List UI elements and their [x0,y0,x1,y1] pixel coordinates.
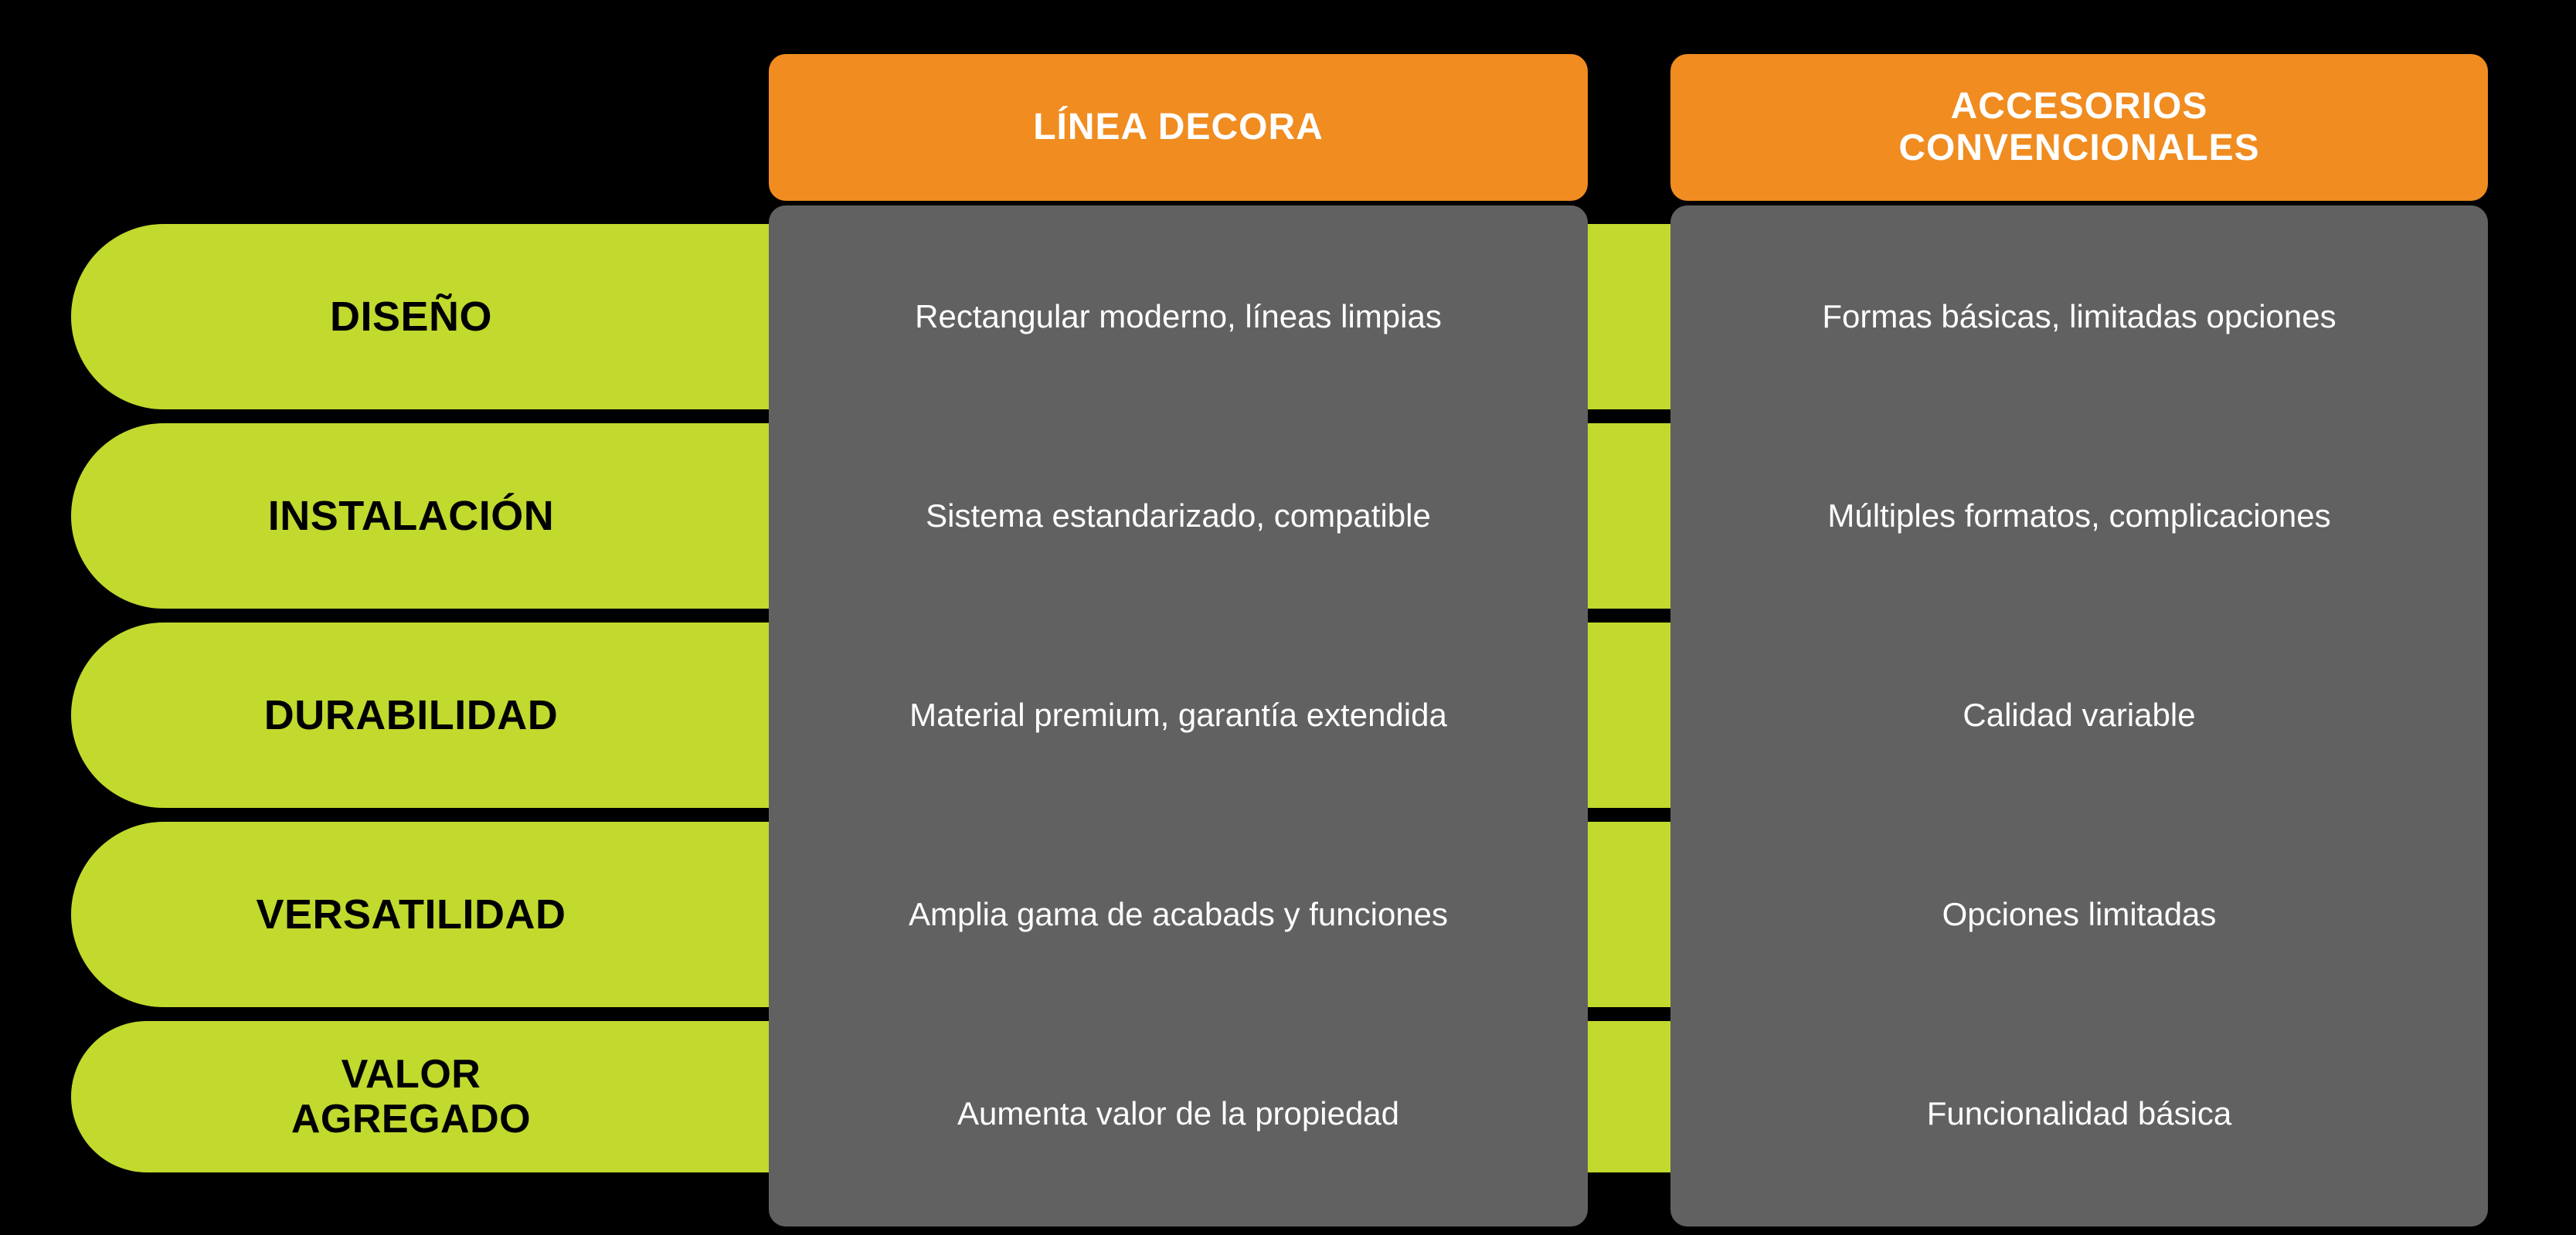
column-conv-header-line2: CONVENCIONALES [1898,127,2260,168]
column-accesorios-convencionales-header: ACCESORIOS CONVENCIONALES [1670,54,2488,201]
cell-decora-diseno: Rectangular moderno, líneas limpias [915,297,1442,334]
column-linea-decora: LÍNEA DECORA Rectangular moderno, líneas… [769,54,1588,1227]
cell-conv-valor: Funcionalidad básica [1926,1094,2232,1132]
column-conv-header-line1: ACCESORIOS [1950,86,2208,127]
cell-conv-durabilidad: Calidad variable [1963,696,2196,733]
cell-decora-valor: Aumenta valor de la propiedad [957,1094,1400,1132]
column-accesorios-convencionales: ACCESORIOS CONVENCIONALES Formas básicas… [1670,54,2488,1227]
column-accesorios-convencionales-body [1670,205,2488,1227]
column-linea-decora-body [769,205,1588,1227]
column-linea-decora-header: LÍNEA DECORA [769,54,1588,201]
cell-decora-versatilidad: Amplia gama de acabads y funciones [908,895,1449,932]
cell-decora-instalacion: Sistema estandarizado, compatible [926,497,1431,534]
cell-conv-diseno: Formas básicas, limitadas opciones [1822,297,2336,334]
cell-decora-durabilidad: Material premium, garantía extendida [909,696,1447,733]
cell-conv-instalacion: Múltiples formatos, complicaciones [1827,497,2331,534]
cell-conv-versatilidad: Opciones limitadas [1942,895,2217,932]
